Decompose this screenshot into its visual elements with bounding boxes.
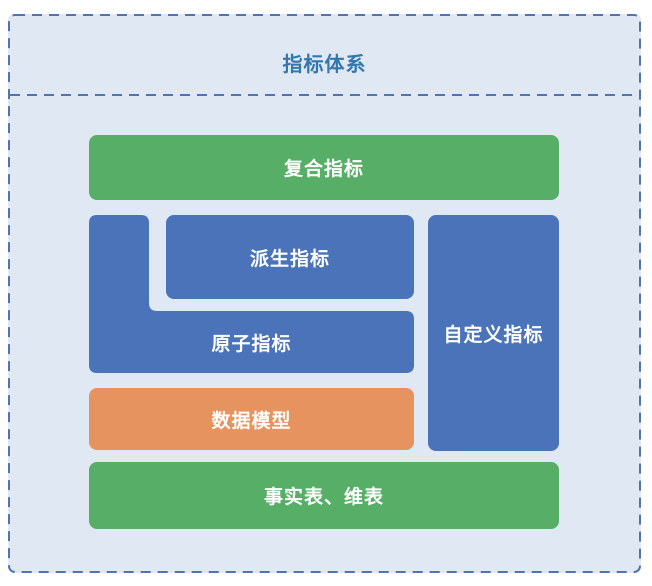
composite-indicator-block: 复合指标 — [89, 135, 559, 200]
diagram-title: 指标体系 — [282, 54, 367, 76]
data-model-block: 数据模型 — [89, 388, 414, 450]
custom-indicator-label: 自定义指标 — [443, 324, 544, 346]
atomic-indicator-l-shape — [89, 215, 414, 373]
composite-indicator-label: 复合指标 — [283, 159, 364, 180]
atomic-indicator-label: 原子指标 — [211, 333, 292, 355]
custom-indicator-block: 自定义指标 — [428, 215, 559, 451]
derived-indicator-label: 派生指标 — [249, 248, 330, 270]
fact-dimension-table-label: 事实表、维表 — [263, 487, 384, 508]
indicator-system-panel: 指标体系 复合指标 原子指标 派生指标 自定义指标 数据模型 事实表、维表 — [8, 14, 641, 573]
derived-indicator-block: 派生指标 — [166, 215, 414, 299]
data-model-label: 数据模型 — [211, 410, 292, 432]
fact-dimension-table-block: 事实表、维表 — [89, 462, 559, 529]
